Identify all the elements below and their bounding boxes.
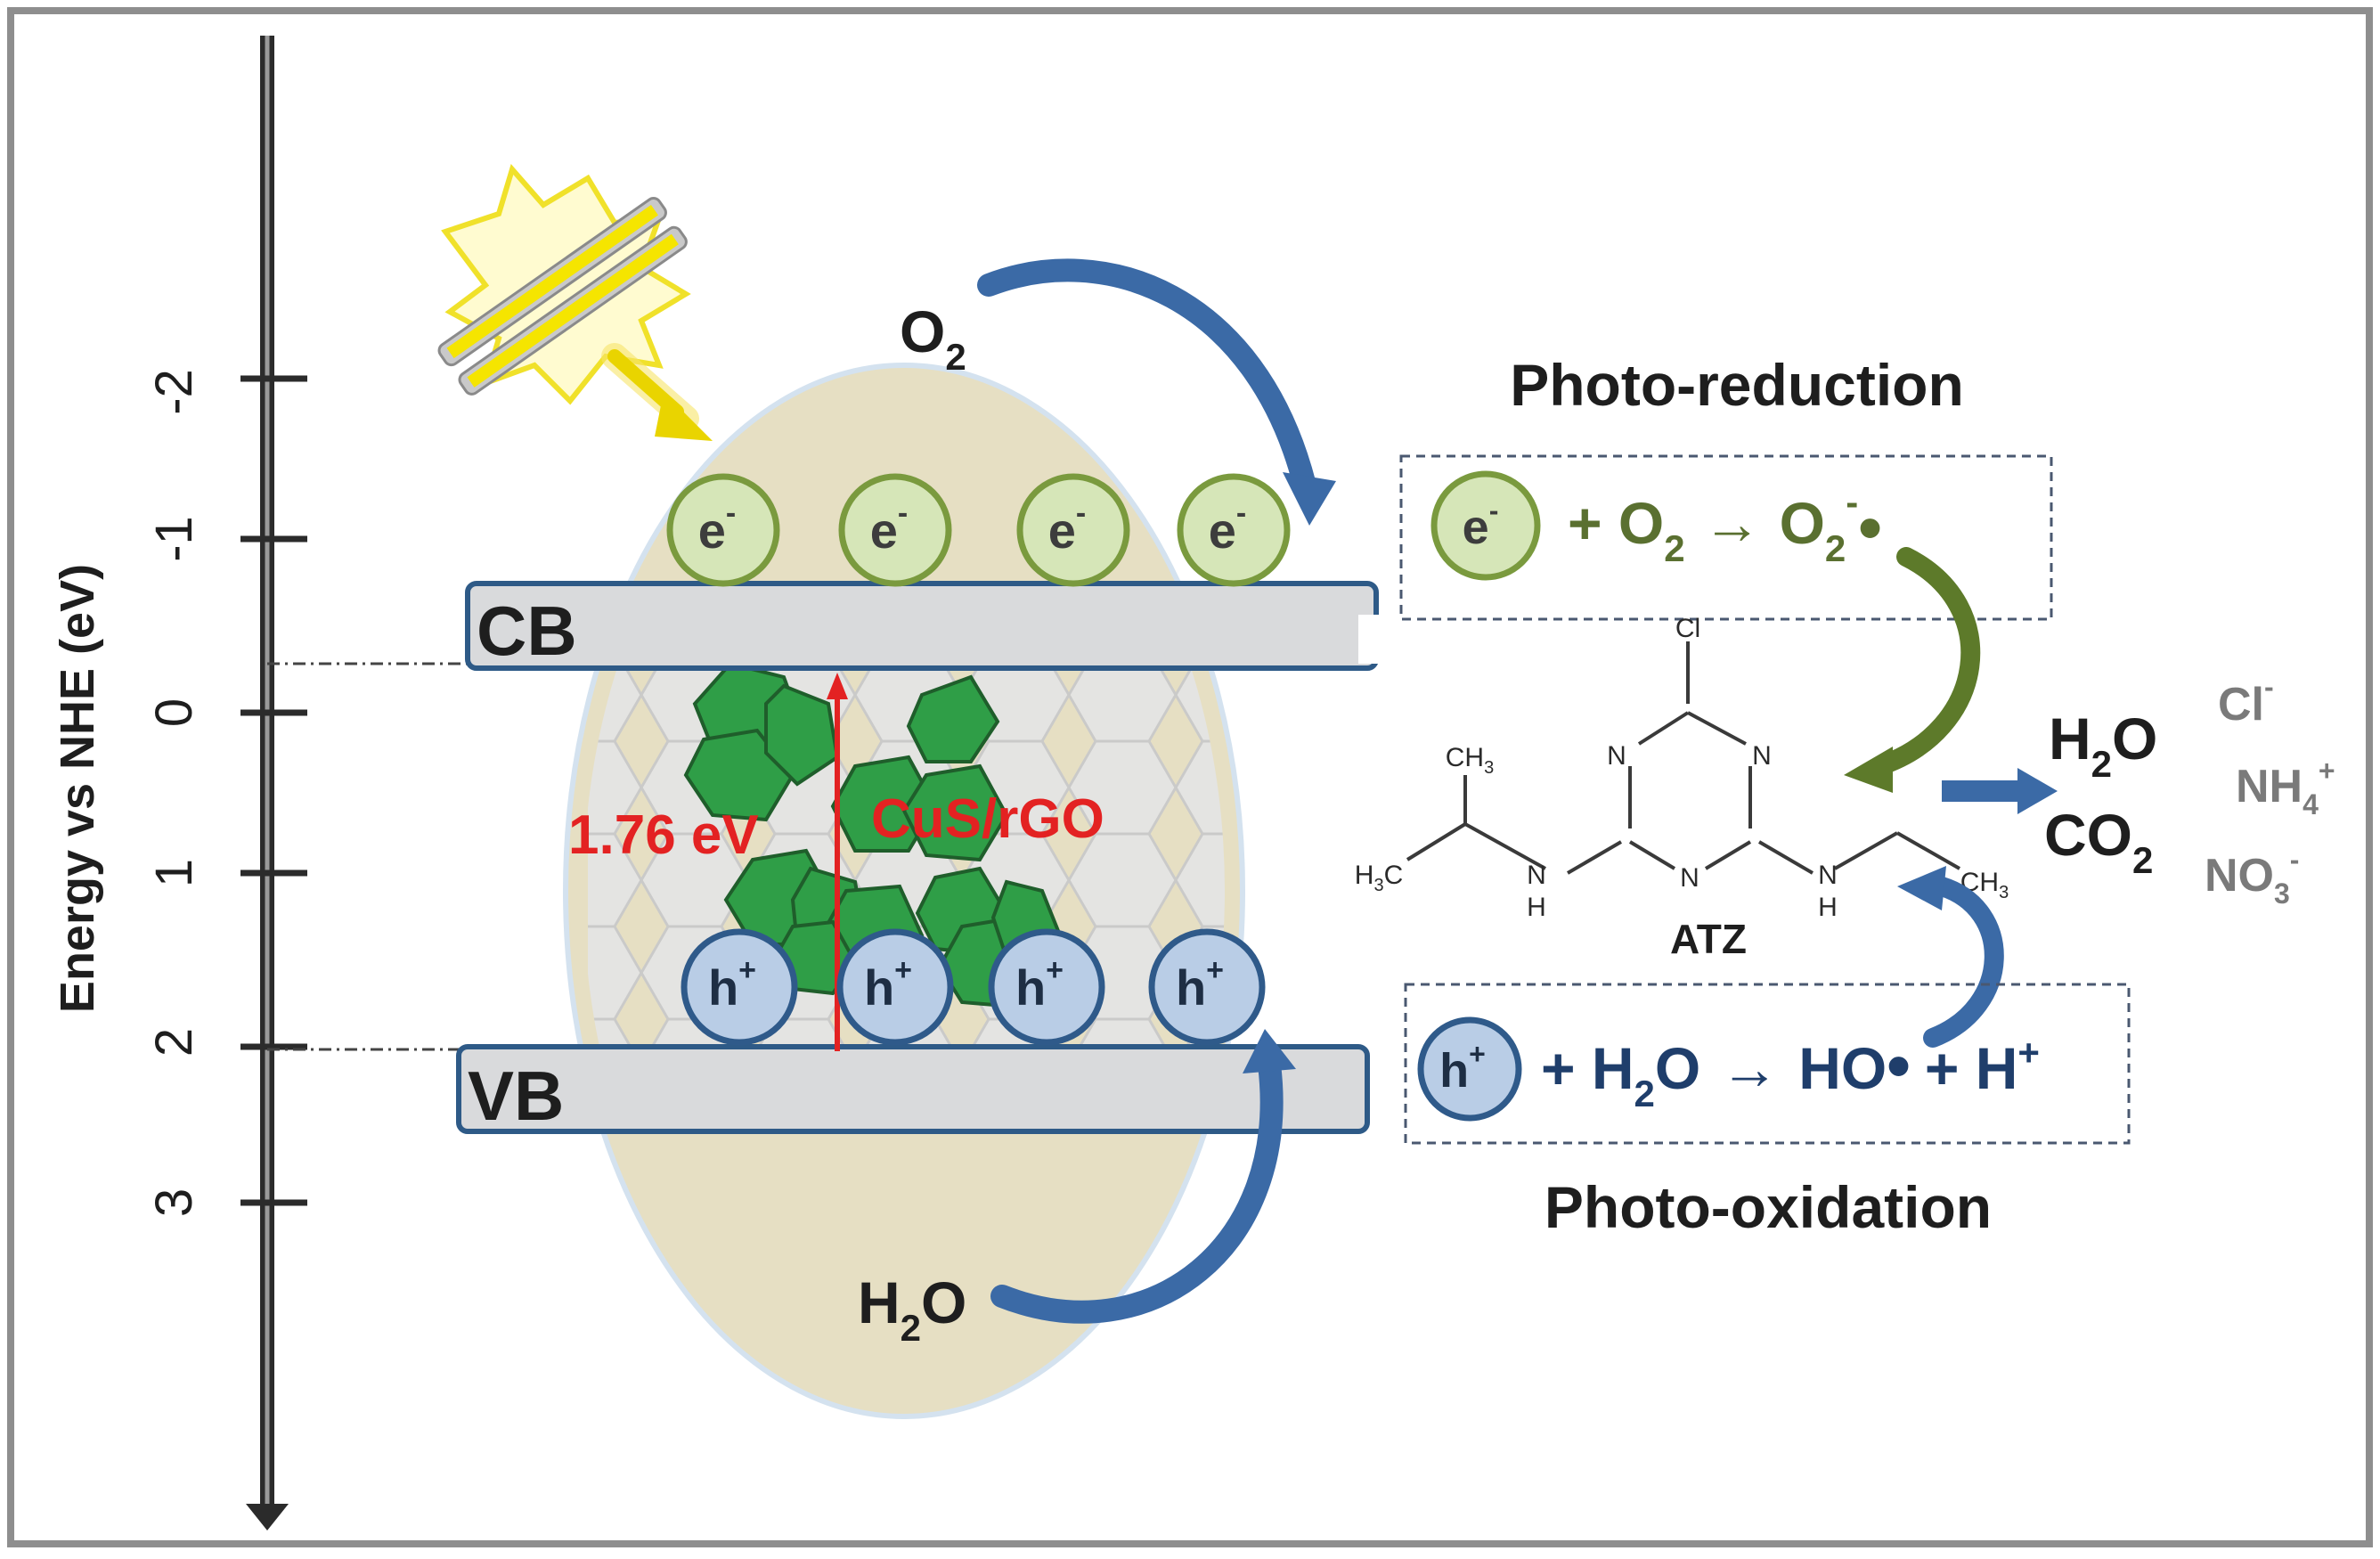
- svg-text:h+: h+: [1015, 953, 1064, 1016]
- svg-text:h+: h+: [864, 953, 912, 1016]
- h2o-to-hole-arrow: [990, 1053, 1284, 1324]
- holes-row: h+ h+ h+ h+: [681, 928, 1266, 1046]
- electron: e-: [1177, 473, 1291, 587]
- material-label: CuS/rGO: [871, 788, 1104, 850]
- light-arrow-icon: [601, 343, 713, 441]
- photo-reduction-title: Photo-reduction: [1510, 352, 1964, 418]
- electron: e-: [1016, 473, 1130, 587]
- svg-text:h+: h+: [708, 953, 756, 1016]
- superoxide-to-atz-arrow: [1870, 547, 1981, 776]
- svg-text:N: N: [1680, 863, 1699, 893]
- axis-tick-label: 0: [145, 698, 203, 727]
- band-gap-value: 1.76 eV: [568, 804, 759, 866]
- atz-atoms: Cl N N N N H N H CH3 H3C CH3: [1355, 614, 2009, 922]
- lamp-icon: [437, 163, 691, 405]
- product-chloride: Cl-: [2218, 671, 2274, 731]
- hydroxyl-arrowhead: [1897, 866, 1946, 910]
- hole: h+: [988, 928, 1105, 1046]
- photo-oxidation-box: [1404, 983, 2131, 1145]
- hole: h+: [1148, 928, 1266, 1046]
- axis-tick-label: -1: [145, 516, 203, 562]
- svg-text:Cl: Cl: [1675, 614, 1700, 643]
- product-ammonium: NH4+: [2236, 755, 2335, 820]
- superoxide-arrowhead: [1844, 747, 1893, 793]
- product-co2: CO2: [2044, 802, 2153, 881]
- svg-text:h+: h+: [1176, 953, 1224, 1016]
- svg-text:e-: e-: [1463, 494, 1499, 554]
- energy-axis: -2 -1 0 1 2 3 Energy vs NHE (eV): [51, 36, 307, 1530]
- axis-tick-label: 1: [145, 859, 203, 887]
- photo-oxidation-equation: + H2O→HO•+ H+: [1541, 1028, 2040, 1114]
- cb-label: CB: [477, 592, 577, 670]
- h2o-reactant: H2O: [858, 1269, 966, 1349]
- axis-label: Energy vs NHE (eV): [51, 564, 104, 1013]
- svg-text:N: N: [1752, 741, 1772, 771]
- electron: e-: [838, 473, 952, 587]
- axis-tick-label: 3: [145, 1188, 203, 1217]
- vb-label: VB: [468, 1057, 564, 1135]
- atz-label: ATZ: [1670, 916, 1747, 962]
- o2-to-electron-arrow: [977, 258, 1316, 497]
- svg-text:H3C: H3C: [1355, 861, 1403, 895]
- svg-text:N: N: [1607, 741, 1626, 771]
- photo-oxidation-title: Photo-oxidation: [1545, 1174, 1992, 1240]
- valence-band: [456, 1044, 1370, 1134]
- svg-text:H: H: [1818, 893, 1838, 922]
- hole: h+: [836, 928, 954, 1046]
- axis-tick-label: -2: [145, 369, 203, 415]
- product-nitrate: NO3-: [2205, 844, 2299, 910]
- product-arrow: [1942, 768, 2058, 814]
- svg-text:H: H: [1527, 893, 1546, 922]
- band-gap-arrowhead: [827, 673, 848, 699]
- reduction-electron: e-: [1430, 470, 1541, 581]
- electron: e-: [666, 473, 780, 587]
- conduction-band: [465, 581, 1379, 671]
- hole: h+: [681, 928, 798, 1046]
- atz-molecule: [1406, 641, 1960, 875]
- svg-text:N: N: [1527, 861, 1546, 890]
- photo-reduction-box: [1399, 454, 2053, 621]
- band-notch: [1358, 615, 1394, 664]
- svg-text:e-: e-: [698, 496, 736, 559]
- svg-text:e-: e-: [1048, 496, 1086, 559]
- photo-reduction-equation: + O2→O2-•: [1568, 481, 1882, 569]
- o2-reactant: O2: [900, 298, 966, 378]
- product-h2o: H2O: [2049, 706, 2157, 785]
- svg-text:CH3: CH3: [1446, 743, 1494, 778]
- h2o-arrowhead: [1243, 1029, 1296, 1073]
- o2-arrowhead: [1283, 472, 1336, 526]
- hydroxyl-to-atz-arrow: [1923, 877, 2004, 1048]
- oxidation-hole: h+: [1417, 1016, 1522, 1122]
- svg-text:e-: e-: [1209, 496, 1246, 559]
- svg-text:h+: h+: [1439, 1038, 1486, 1098]
- axis-tick-label: 2: [145, 1028, 203, 1057]
- svg-text:e-: e-: [870, 496, 908, 559]
- svg-text:N: N: [1818, 861, 1838, 890]
- electrons-row: e- e- e- e-: [666, 473, 1291, 587]
